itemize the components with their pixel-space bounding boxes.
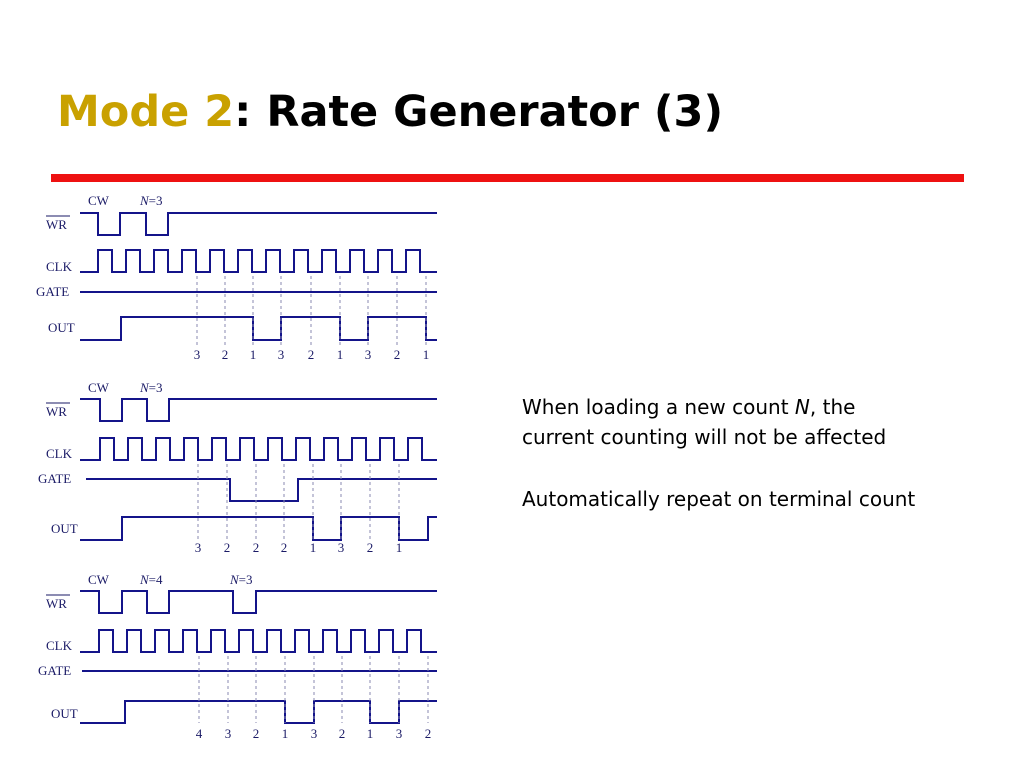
count-label: 2 bbox=[339, 726, 346, 741]
count-label: 3 bbox=[194, 347, 201, 362]
wr-label: WR bbox=[46, 596, 67, 611]
clk-label: CLK bbox=[46, 446, 73, 461]
note-line-1-pre: When loading a new count bbox=[522, 395, 795, 419]
n-value: =3 bbox=[149, 193, 163, 208]
cw-label: CW bbox=[88, 193, 110, 208]
n-label: N=3 bbox=[139, 193, 163, 208]
clk-label: CLK bbox=[46, 259, 73, 274]
n-var: N bbox=[139, 380, 150, 395]
count-labels: 4 3 2 1 3 2 1 3 2 bbox=[196, 726, 432, 741]
count-label: 3 bbox=[311, 726, 318, 741]
n-value: =3 bbox=[239, 572, 253, 587]
count-guides bbox=[198, 656, 429, 723]
count-label: 3 bbox=[365, 347, 372, 362]
gate-label: GATE bbox=[38, 663, 71, 678]
note-spacer bbox=[522, 452, 992, 484]
n-label: N=3 bbox=[229, 572, 253, 587]
note-line-3: Automatically repeat on terminal count bbox=[522, 487, 916, 511]
title-rest: : Rate Generator (3) bbox=[234, 87, 724, 137]
count-labels: 3 2 1 3 2 1 3 2 1 bbox=[194, 347, 430, 362]
n-value: =4 bbox=[149, 572, 163, 587]
wr-wave bbox=[80, 590, 437, 614]
wr-wave bbox=[80, 398, 437, 422]
out-label: OUT bbox=[48, 320, 75, 335]
count-label: 1 bbox=[367, 726, 374, 741]
gate-label: GATE bbox=[36, 284, 69, 299]
note-line-2: current counting will not be affected bbox=[522, 425, 887, 449]
timing-diagrams: CW N=3 WR CLK GATE OUT 3 2 1 3 2 1 bbox=[36, 193, 437, 741]
count-label: 3 bbox=[338, 540, 345, 555]
clk-wave bbox=[80, 629, 437, 653]
out-wave bbox=[80, 516, 437, 541]
clk-wave bbox=[80, 249, 437, 273]
count-label: 2 bbox=[253, 726, 260, 741]
out-label: OUT bbox=[51, 706, 78, 721]
count-label: 2 bbox=[222, 347, 229, 362]
count-label: 3 bbox=[195, 540, 202, 555]
out-wave bbox=[80, 700, 437, 724]
gate-wave bbox=[86, 478, 437, 502]
title-mode: Mode 2 bbox=[57, 87, 235, 137]
count-label: 2 bbox=[253, 540, 260, 555]
count-label: 3 bbox=[225, 726, 232, 741]
count-guides bbox=[196, 276, 427, 348]
out-label: OUT bbox=[51, 521, 78, 536]
count-label: 2 bbox=[367, 540, 374, 555]
wr-label: WR bbox=[46, 404, 67, 419]
timing-diagram-1: CW N=3 WR CLK GATE OUT 3 2 1 3 2 1 bbox=[36, 193, 437, 362]
wr-wave bbox=[80, 212, 437, 236]
note-variable: N bbox=[794, 395, 810, 419]
count-label: 2 bbox=[425, 726, 432, 741]
wr-label: WR bbox=[46, 217, 67, 232]
count-label: 1 bbox=[423, 347, 430, 362]
clk-wave bbox=[80, 437, 437, 461]
out-wave bbox=[80, 316, 437, 341]
count-label: 4 bbox=[196, 726, 203, 741]
count-guides bbox=[197, 464, 400, 540]
note-line-1-post: , the bbox=[809, 395, 856, 419]
cw-label: CW bbox=[88, 380, 110, 395]
n-var: N bbox=[139, 572, 150, 587]
n-label: N=3 bbox=[139, 380, 163, 395]
n-var: N bbox=[229, 572, 240, 587]
n-label: N=4 bbox=[139, 572, 163, 587]
count-label: 2 bbox=[394, 347, 401, 362]
count-label: 2 bbox=[281, 540, 288, 555]
cw-label: CW bbox=[88, 572, 110, 587]
count-label: 2 bbox=[224, 540, 231, 555]
count-label: 2 bbox=[308, 347, 315, 362]
count-label: 1 bbox=[250, 347, 257, 362]
count-label: 3 bbox=[278, 347, 285, 362]
timing-diagram-3: CW N=4 N=3 WR CLK GATE OUT 4 3 2 1 3 bbox=[38, 572, 437, 741]
gate-label: GATE bbox=[38, 471, 71, 486]
note-line-1: When loading a new count N, the bbox=[522, 392, 992, 422]
timing-diagram-2: CW N=3 WR CLK GATE OUT 3 2 2 2 1 3 2 bbox=[38, 380, 437, 555]
count-label: 1 bbox=[337, 347, 344, 362]
clk-label: CLK bbox=[46, 638, 73, 653]
slide-title: Mode 2: Rate Generator (3) bbox=[57, 82, 723, 142]
n-value: =3 bbox=[149, 380, 163, 395]
count-label: 1 bbox=[282, 726, 289, 741]
n-var: N bbox=[139, 193, 150, 208]
explanation-notes: When loading a new count N, the current … bbox=[522, 392, 992, 514]
title-rule bbox=[51, 174, 964, 182]
count-label: 3 bbox=[396, 726, 403, 741]
count-label: 1 bbox=[310, 540, 317, 555]
count-labels: 3 2 2 2 1 3 2 1 bbox=[195, 540, 403, 555]
count-label: 1 bbox=[396, 540, 403, 555]
